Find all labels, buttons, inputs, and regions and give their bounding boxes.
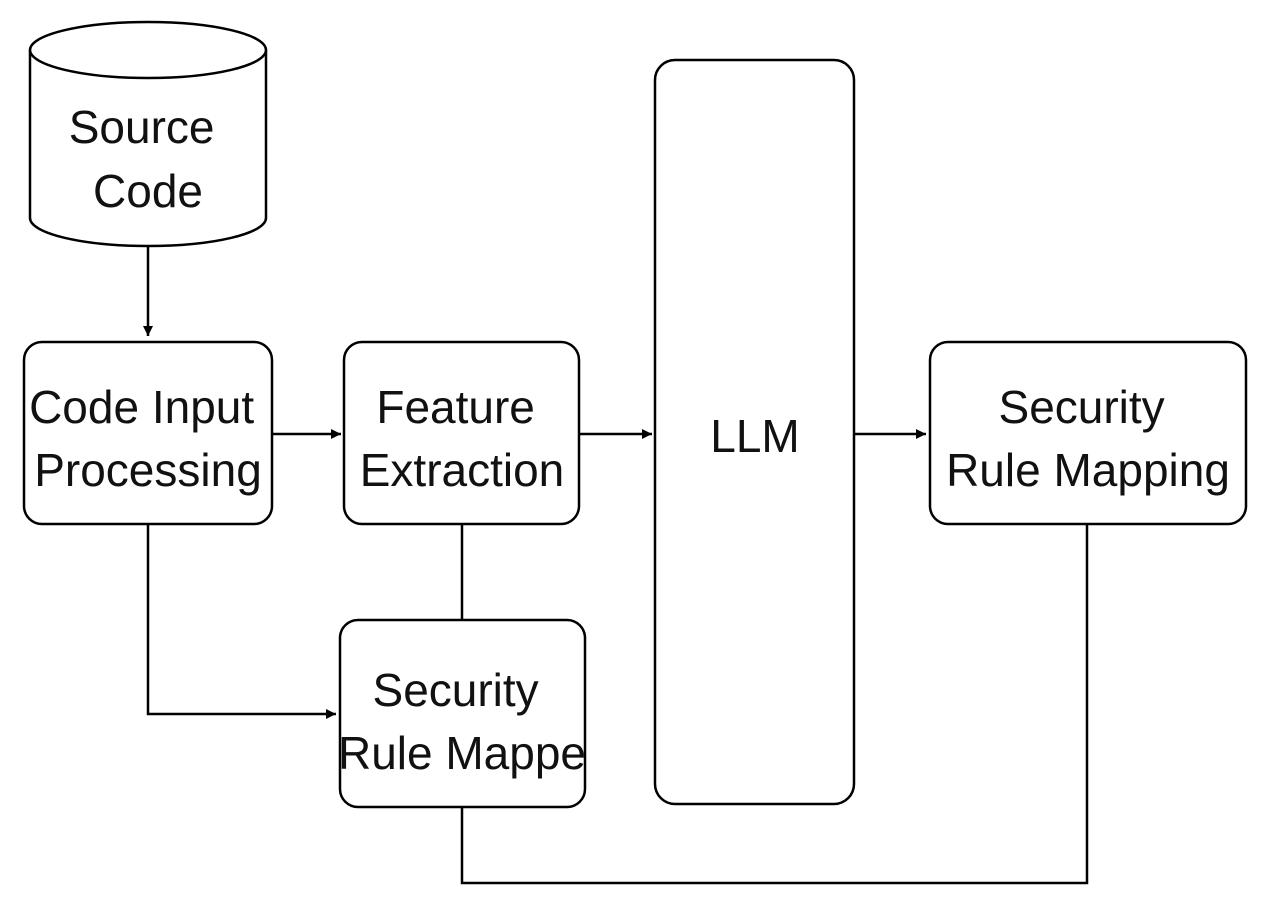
svg-text:Feature Extraction: Feature Extraction: [360, 381, 565, 496]
security-rule-mapper-box: Security Rule Mappe: [338, 618, 587, 809]
feature-extraction-box: Feature Extraction: [342, 340, 581, 526]
security-rule-mapper-label-line2: Rule Mappe: [338, 727, 586, 779]
arrow-code-input-to-security-rule-mapper: [146, 525, 336, 719]
security-rule-mapping-label-line1: Security: [999, 381, 1165, 433]
svg-text:LLM: LLM: [710, 410, 799, 462]
svg-text:Source Code: Source Code: [69, 101, 228, 217]
svg-text:Security Rule Mappe: Security Rule Mappe: [338, 664, 586, 779]
svg-text:Code Input Processing: Code Input Processing: [29, 381, 267, 496]
connectors: [143, 246, 1089, 885]
code-input-processing-box: Code Input Processing: [22, 340, 274, 526]
feature-extraction-label-line2: Extraction: [360, 444, 565, 496]
source-code-label-line2: Code: [93, 165, 203, 217]
llm-label: LLM: [710, 410, 799, 462]
llm-box: LLM: [653, 58, 856, 806]
source-code-database: Source Code: [28, 20, 268, 248]
security-rule-mapping-label-line2: Rule Mapping: [946, 444, 1230, 496]
security-rule-mapper-label-line1: Security: [373, 664, 539, 716]
database-icon: [28, 50, 268, 248]
code-input-label-line2: Processing: [34, 444, 262, 496]
feature-extraction-label-line1: Feature: [376, 381, 535, 433]
security-rule-mapping-box: Security Rule Mapping: [928, 340, 1248, 526]
source-code-label-line1: Source: [69, 101, 215, 153]
code-input-label-line1: Code Input: [29, 381, 254, 433]
line-security-rule-mapper-to-security-rule-mapping: [460, 525, 1089, 885]
database-top: [28, 20, 268, 80]
svg-text:Security Rule Mapping: Security Rule Mapping: [946, 381, 1230, 496]
